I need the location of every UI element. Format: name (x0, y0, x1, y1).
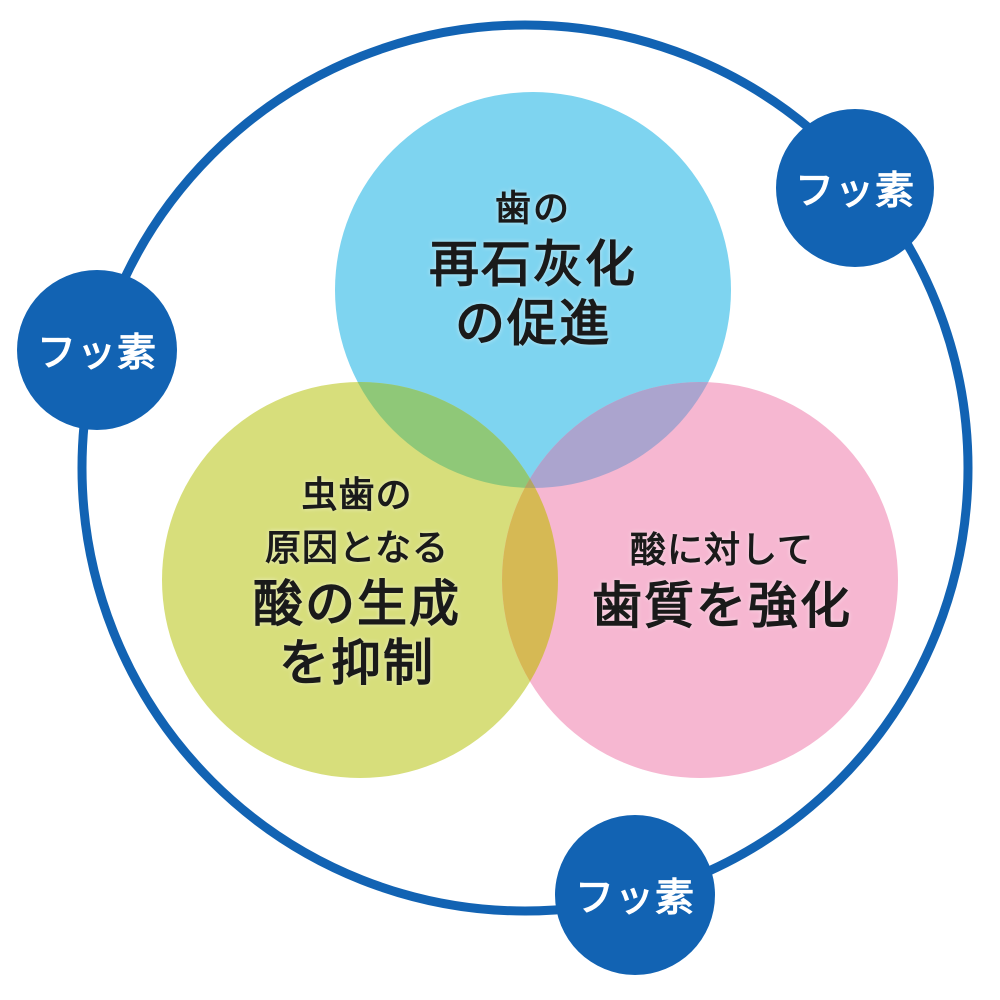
label-line: 歯質を強化 (592, 577, 852, 635)
label-line: 歯の (494, 188, 571, 230)
fluoride-badge-bottom (555, 815, 715, 975)
fluoride-badge-top-right (776, 109, 934, 267)
label-tooth-strengthening: 酸に対して 歯質を強化 (592, 524, 852, 636)
fluoride-badge-top-right-label: フッ素 (794, 169, 916, 214)
label-remineralization: 歯の 再石灰化 の促進 (429, 183, 637, 354)
label-line: 酸に対して (630, 530, 814, 571)
label-line: を抑制 (279, 634, 435, 692)
outer-ring (77, 20, 973, 916)
label-line: 虫歯の (301, 475, 413, 516)
label-line: の促進 (455, 294, 611, 353)
circle-acid-suppression (162, 382, 558, 778)
fluoride-badge-bottom-label: フッ素 (574, 876, 696, 921)
circle-tooth-strengthening (502, 382, 898, 778)
fluoride-badge-left (17, 270, 177, 430)
circle-remineralization (335, 92, 731, 488)
label-line: 酸の生成 (253, 575, 461, 633)
label-line: 原因となる (265, 528, 449, 569)
label-line: 再石灰化 (429, 235, 637, 294)
fluoride-badge-left-label: フッ素 (36, 331, 158, 376)
label-acid-suppression: 虫歯の 原因となる 酸の生成 を抑制 (253, 469, 461, 693)
